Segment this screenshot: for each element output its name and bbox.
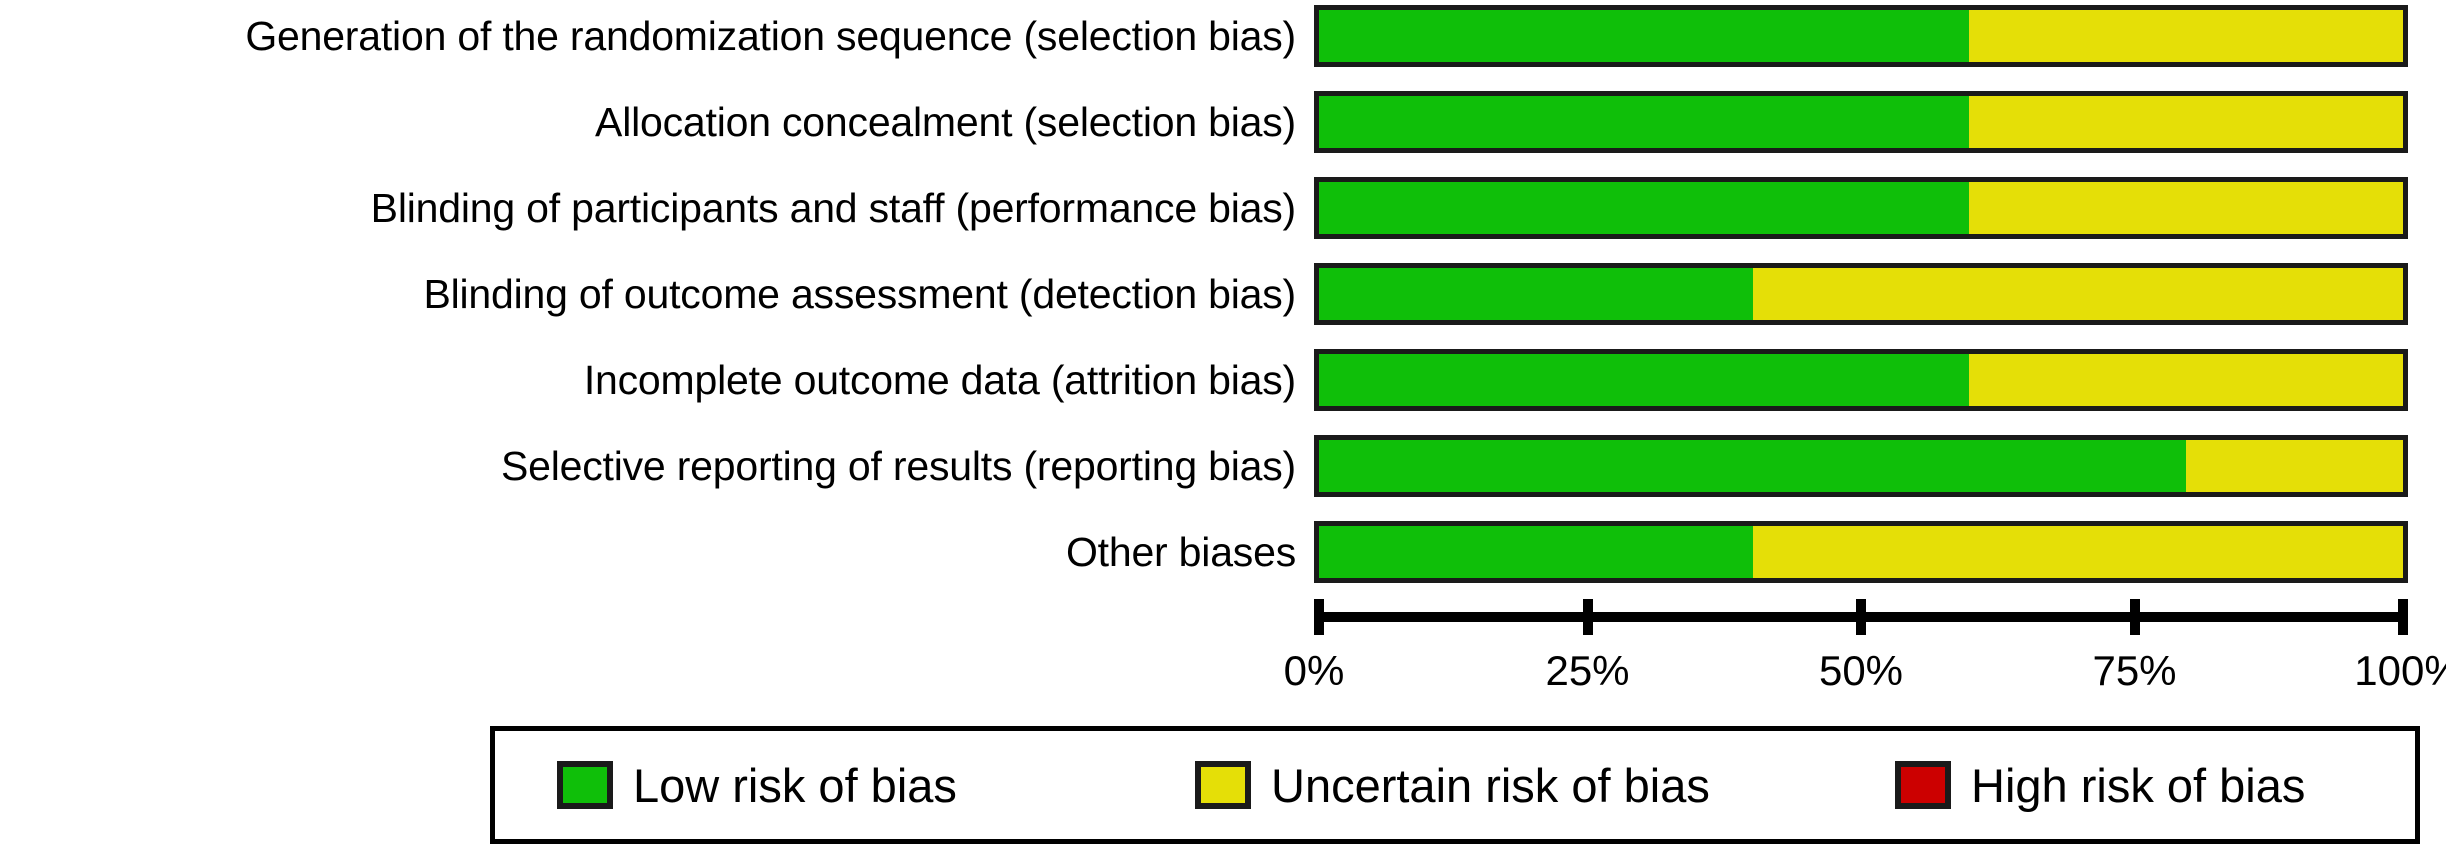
x-axis-tick	[1582, 599, 1593, 635]
legend-label: High risk of bias	[1971, 758, 2306, 812]
stacked-bar	[1314, 521, 2408, 583]
bar-segment-low	[1319, 10, 1970, 62]
bar-row: Other biases	[0, 521, 2446, 583]
x-axis-tick	[1856, 599, 1866, 635]
bar-row-label: Generation of the randomization sequence…	[0, 5, 1296, 67]
stacked-bar	[1314, 177, 2408, 239]
x-axis-tick-label: 100%	[2354, 647, 2446, 694]
x-axis-tick-label: 75%	[2092, 647, 2177, 694]
bar-segment-low	[1319, 526, 1753, 578]
stacked-bar	[1314, 435, 2408, 497]
legend-swatch-low	[557, 761, 613, 809]
x-axis-tick-label: 50%	[1818, 647, 1904, 694]
bar-row: Incomplete outcome data (attrition bias)	[0, 349, 2446, 411]
bar-segment-uncertain	[2186, 440, 2403, 492]
bar-segment-uncertain	[1752, 268, 2403, 320]
bar-row: Allocation concealment (selection bias)	[0, 91, 2446, 153]
legend-item[interactable]: High risk of bias	[1895, 761, 2305, 809]
bar-row-label: Incomplete outcome data (attrition bias)	[0, 349, 1296, 411]
bar-row-label-text: Selective reporting of results (reportin…	[500, 442, 1296, 489]
legend-box: Low risk of bias Uncertain risk of bias Hi…	[490, 726, 2420, 844]
legend-swatch-uncertain	[1195, 761, 1251, 809]
bar-segment-low	[1319, 268, 1753, 320]
bar-row-label-text: Generation of the randomization sequence…	[245, 12, 1296, 59]
stacked-bar	[1314, 263, 2408, 325]
bar-segment-low	[1319, 182, 1970, 234]
x-axis-tick	[2129, 599, 2140, 635]
legend-item[interactable]: Uncertain risk of bias	[1195, 761, 1710, 809]
bar-segment-uncertain	[1969, 10, 2403, 62]
bar-row-label-text: Other biases	[1065, 528, 1296, 575]
bar-row-label-text: Blinding of participants and staff (perf…	[370, 184, 1297, 231]
bar-row-label-text: Incomplete outcome data (attrition bias)	[583, 356, 1296, 403]
bar-segment-low	[1319, 354, 1970, 406]
x-axis-tick	[2398, 599, 2408, 635]
bar-row: Blinding of participants and staff (perf…	[0, 177, 2446, 239]
bar-row: Blinding of outcome assessment (detectio…	[0, 263, 2446, 325]
legend-label: Uncertain risk of bias	[1271, 758, 1710, 812]
bar-row: Generation of the randomization sequence…	[0, 5, 2446, 67]
bar-segment-uncertain	[1969, 96, 2403, 148]
bar-row-label-text: Blinding of outcome assessment (detectio…	[423, 270, 1296, 317]
stacked-bar	[1314, 349, 2408, 411]
bar-row: Selective reporting of results (reportin…	[0, 435, 2446, 497]
bar-row-label: Blinding of outcome assessment (detectio…	[0, 263, 1296, 325]
bar-row-label: Blinding of participants and staff (perf…	[0, 177, 1297, 239]
x-axis-tick-label: 25%	[1545, 647, 1630, 694]
bar-row-label-text: Allocation concealment (selection bias)	[595, 98, 1296, 145]
legend-label: Low risk of bias	[633, 758, 957, 812]
bar-row-label: Allocation concealment (selection bias)	[0, 91, 1296, 153]
bar-segment-uncertain	[1752, 526, 2403, 578]
bar-segment-uncertain	[1969, 182, 2403, 234]
bar-row-label: Other biases	[0, 521, 1296, 583]
bar-segment-low	[1319, 440, 2187, 492]
bar-segment-uncertain	[1969, 354, 2403, 406]
x-axis-tick	[1314, 599, 1324, 635]
legend-swatch-high	[1895, 761, 1951, 809]
legend-item[interactable]: Low risk of bias	[557, 761, 957, 809]
x-axis-tick-label: 0%	[1283, 647, 1345, 694]
bar-row-label: Selective reporting of results (reportin…	[0, 435, 1296, 497]
bar-segment-low	[1319, 96, 1970, 148]
stacked-bar	[1314, 91, 2408, 153]
stacked-bar	[1314, 5, 2408, 67]
x-axis: 0% 25% 50% 75% 100%	[1284, 599, 2446, 692]
